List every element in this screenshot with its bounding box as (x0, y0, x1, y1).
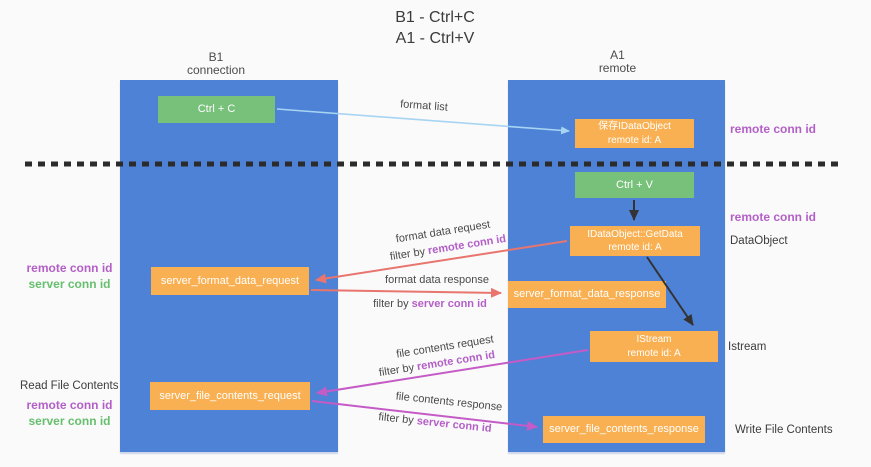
lane-header-b1: B1 connection (107, 51, 325, 77)
node-ctrl-v-label: Ctrl + V (616, 178, 653, 191)
node-idataobject-getdata-line2: remote id: A (608, 242, 662, 253)
node-server-format-data-response: server_format_data_response (508, 281, 666, 308)
label-file-contents-response: file contents response (379, 389, 519, 416)
lane-a1-role: remote (598, 61, 637, 75)
node-server-file-contents-response-label: server_file_contents_response (549, 423, 699, 436)
node-istream-line2: remote id: A (627, 347, 681, 359)
label-filter-by-server-conn-id-2: filter by server conn id (365, 410, 505, 437)
node-ctrl-v: Ctrl + V (575, 172, 694, 198)
node-save-idataobject: 保存IDataObject remote id: A (575, 119, 694, 148)
label-format-list: format list (374, 97, 475, 116)
annotation-server-conn-id-bottom-left: server conn id (28, 414, 111, 428)
server-conn-id-text: server conn id (416, 415, 493, 435)
annotation-read-file-contents: Read File Contents (20, 380, 119, 392)
node-istream: IStream remote id: A (590, 331, 718, 362)
filter-by-text: filter by (373, 298, 409, 310)
annotation-remote-conn-id-top-right: remote conn id (730, 122, 817, 136)
annotation-remote-conn-id-mid-right: remote conn id (730, 210, 817, 224)
node-server-file-contents-response: server_file_contents_response (543, 416, 705, 443)
label-format-data-response: format data response (367, 274, 507, 286)
server-conn-id-text: server conn id (411, 298, 487, 310)
annotation-write-file-contents: Write File Contents (735, 424, 833, 436)
filter-by-text: filter by (389, 245, 427, 264)
node-ctrl-c-label: Ctrl + C (197, 103, 236, 116)
node-server-format-data-request-label: server_format_data_request (160, 274, 300, 287)
annotation-remote-conn-id-mid-left: remote conn id (26, 261, 113, 275)
node-server-format-data-request: server_format_data_request (151, 267, 309, 295)
filter-by-text: filter by (377, 411, 415, 427)
node-save-idataobject-line2: remote id: A (607, 134, 662, 146)
lane-b1-role: connection (186, 63, 246, 77)
node-ctrl-c: Ctrl + C (158, 96, 275, 123)
filter-by-text: filter by (378, 361, 416, 380)
annotation-dataobject: DataObject (730, 235, 788, 247)
title-line-1: B1 - Ctrl+C (395, 9, 475, 26)
lane-b1-name: B1 (208, 50, 224, 64)
format-data-response-text: format data response (385, 274, 489, 286)
file-contents-response-text: file contents response (395, 390, 503, 414)
label-filter-by-server-conn-id-1: filter by server conn id (360, 298, 500, 310)
diagram-title: B1 - Ctrl+C A1 - Ctrl+V (335, 7, 535, 49)
format-list-text: format list (399, 98, 449, 114)
title-line-2: A1 - Ctrl+V (395, 30, 475, 47)
node-idataobject-getdata-line1: IDataObject::GetData (587, 228, 683, 240)
annotation-server-conn-id-mid-left: server conn id (28, 277, 111, 291)
arrow-format-data-response (310, 287, 502, 298)
lane-header-a1: A1 remote (509, 49, 726, 75)
node-idataobject-getdata: IDataObject::GetData remote id: A (570, 226, 700, 256)
node-server-file-contents-request-label: server_file_contents_request (159, 389, 301, 402)
node-server-format-data-response-label: server_format_data_response (513, 288, 661, 301)
annotation-remote-conn-id-bottom-left: remote conn id (26, 398, 113, 412)
annotation-istream: Istream (728, 341, 767, 353)
lane-a1-name: A1 (610, 48, 625, 62)
node-save-idataobject-line1: 保存IDataObject (598, 121, 671, 132)
node-istream-line1: IStream (636, 334, 672, 345)
node-server-file-contents-request: server_file_contents_request (150, 382, 310, 410)
